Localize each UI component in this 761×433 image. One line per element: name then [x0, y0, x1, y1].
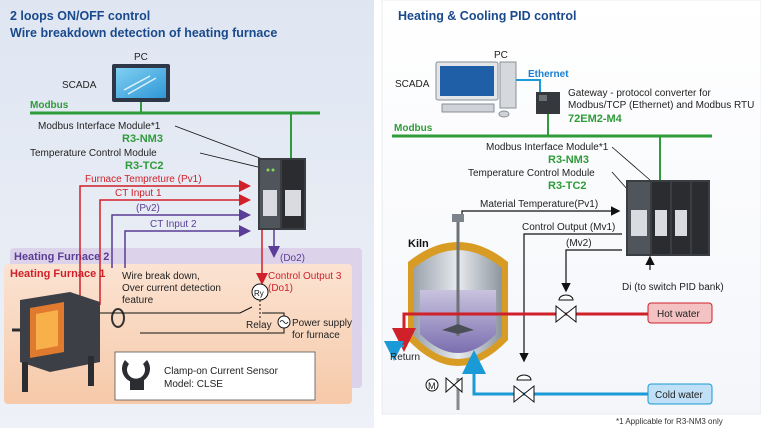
- hot-water-box: [647, 302, 713, 324]
- right-scada-label: SCADA: [395, 79, 430, 90]
- clamp-sensor-box: [114, 351, 316, 401]
- left-modbus-interface-label: Modbus Interface Module*1: [38, 121, 161, 132]
- heating-furnace2-label: Heating Furnace 2: [14, 251, 109, 263]
- relay-coil-icon: Ry: [251, 283, 269, 318]
- heating-furnace1-label: Heating Furnace 1: [10, 268, 105, 280]
- material-temp-label: Material Temperature(Pv1): [480, 199, 598, 210]
- left-title-line2: Wire breakdown detection of heating furn…: [10, 26, 277, 40]
- right-controller-module: [626, 180, 710, 256]
- left-tc2-model: R3-TC2: [125, 160, 164, 172]
- do2-label: (Do2): [280, 253, 305, 264]
- ct-input1-label: CT Input 1: [115, 188, 162, 199]
- left-panel: 2 loops ON/OFF control Wire breakdown de…: [0, 0, 374, 428]
- wire-break-line1: Wire break down,: [122, 271, 200, 282]
- power-supply-line2: for furnace: [292, 330, 340, 341]
- right-title: Heating & Cooling PID control: [398, 9, 576, 23]
- gateway-device-icon: [536, 92, 560, 114]
- do1-label: (Do1): [268, 283, 293, 294]
- kiln-vessel-icon: [408, 214, 508, 410]
- right-pc-icon: PC: [435, 50, 517, 118]
- kiln-label: Kiln: [408, 238, 429, 250]
- ct-input2-label: CT Input 2: [150, 219, 197, 230]
- ethernet-label: Ethernet: [528, 69, 569, 80]
- left-modbus-label: Modbus: [30, 100, 69, 111]
- relay-label: Relay: [246, 320, 272, 331]
- right-modbus-interface-label: Modbus Interface Module*1: [486, 142, 609, 153]
- hot-water-label: Hot water: [657, 309, 700, 320]
- cold-water-box: [647, 383, 713, 405]
- ct-ring-icon: [111, 308, 125, 328]
- control-output-mv1-label: Control Output (Mv1): [522, 222, 615, 233]
- di-label: Di (to switch PID bank): [622, 282, 724, 293]
- left-title-line1: 2 loops ON/OFF control: [10, 9, 150, 23]
- right-modbus-label: Modbus: [394, 123, 433, 134]
- left-scada-label: SCADA: [62, 80, 97, 91]
- right-tc2-model: R3-TC2: [548, 180, 587, 192]
- clamp-line1: Clamp-on Current Sensor: [164, 366, 279, 377]
- ry-label: Ry: [254, 289, 264, 298]
- gateway-model: 72EM2-M4: [568, 113, 623, 125]
- left-temp-control-label: Temperature Control Module: [30, 148, 157, 159]
- gateway-line1: Gateway - protocol converter for: [568, 88, 712, 99]
- clamp-sensor-icon: [122, 360, 151, 390]
- right-nm3-model: R3-NM3: [548, 154, 589, 166]
- cold-water-valve-icon: [513, 374, 535, 404]
- right-pc-label: PC: [494, 50, 508, 61]
- power-supply-line1: Power supply: [292, 318, 352, 329]
- pv2-label: (Pv2): [136, 203, 160, 214]
- hot-water-valve-icon: [555, 294, 577, 324]
- left-pc-label: PC: [134, 52, 148, 63]
- furnace-icon: [12, 292, 100, 392]
- return-label: Return: [390, 352, 420, 363]
- gateway-line2: Modbus/TCP (Ethernet) and Modbus RTU: [568, 100, 754, 111]
- hot-water-pipe: [402, 312, 648, 340]
- drain-valve-icon: M: [425, 376, 463, 394]
- wire-break-line2: Over current detection: [122, 283, 221, 294]
- svg-text:M: M: [428, 381, 436, 391]
- control-output3-label: Control Output 3: [268, 271, 342, 282]
- pc-monitor-icon: PC: [112, 52, 170, 113]
- footnote: *1 Applicable for R3-NM3 only: [616, 417, 723, 426]
- left-controller-module: [258, 158, 306, 230]
- cold-water-label: Cold water: [655, 390, 703, 401]
- wire-break-line3: feature: [122, 295, 154, 306]
- left-nm3-model: R3-NM3: [122, 133, 163, 145]
- mv2-label: (Mv2): [566, 238, 592, 249]
- clamp-line2: Model: CLSE: [164, 379, 223, 390]
- ethernet-line: [516, 79, 541, 92]
- right-temp-control-label: Temperature Control Module: [468, 168, 595, 179]
- right-panel: Heating & Cooling PID control PC SCADA E…: [381, 0, 761, 415]
- furnace-temp-pv1: Furnace Tempreture (Pv1): [85, 174, 202, 185]
